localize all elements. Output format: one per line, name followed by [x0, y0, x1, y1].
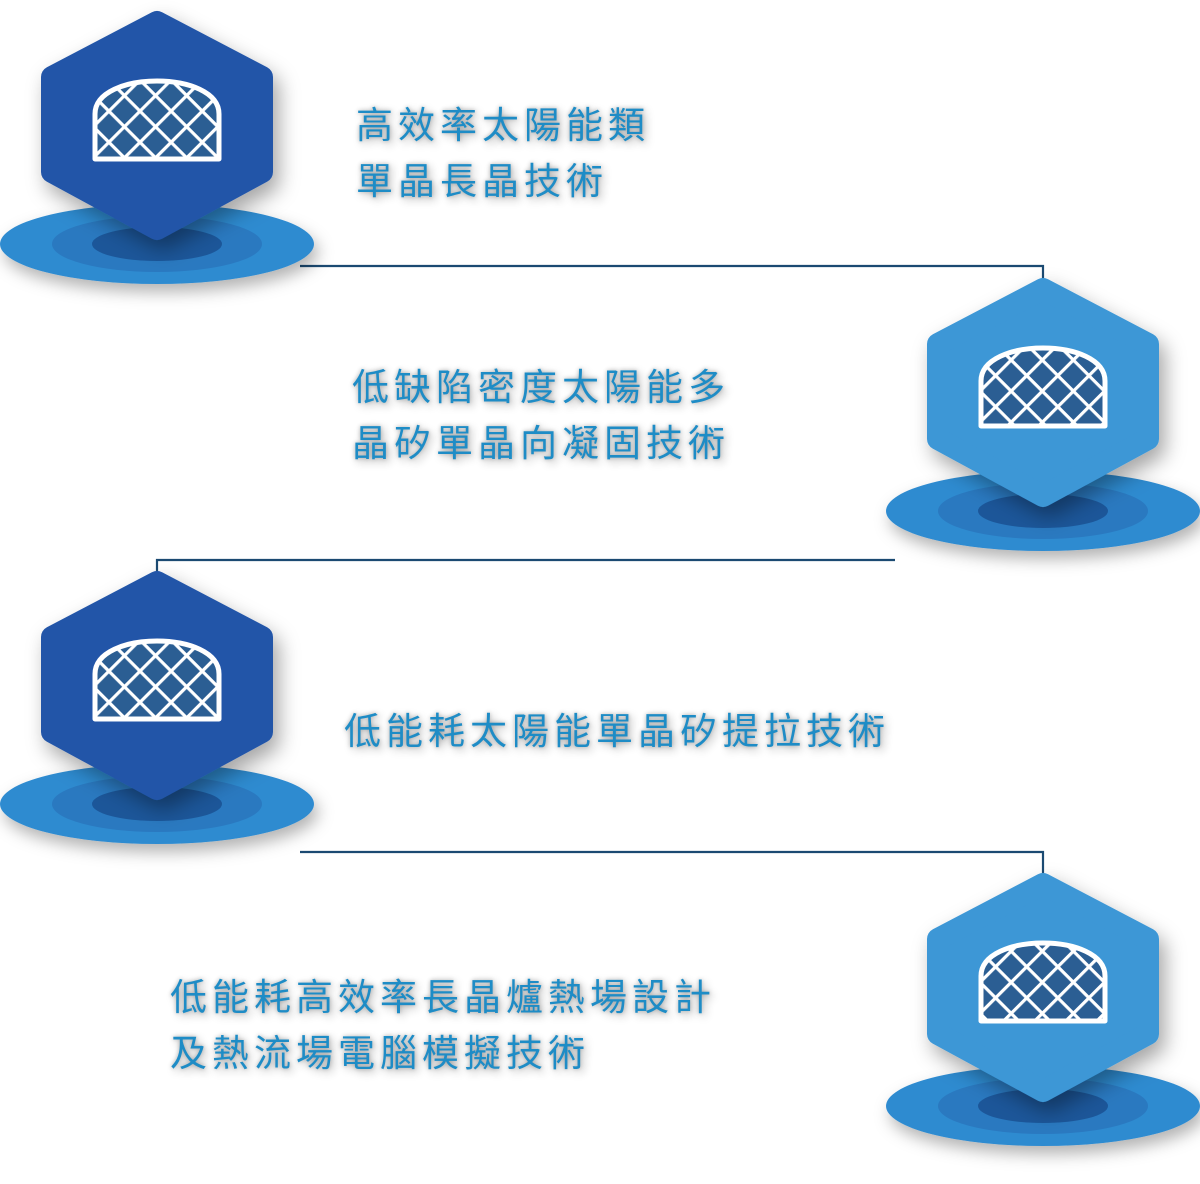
- base-disc: [0, 764, 314, 844]
- crystal-ingot-grid-icon: [92, 638, 222, 722]
- connector-line-1: [300, 264, 1045, 292]
- step-node-1: [0, 11, 314, 284]
- connector-line-3: [300, 850, 1045, 887]
- step-4-line-2: 及熱流場電腦模擬技術: [170, 1032, 590, 1075]
- step-label-1: 高效率太陽能類 單晶長晶技術: [356, 98, 650, 210]
- step-node-3: [0, 571, 314, 844]
- base-disc: [886, 1066, 1200, 1146]
- step-node-2: [886, 278, 1200, 551]
- base-disc: [886, 471, 1200, 551]
- crystal-ingot-grid-icon: [978, 940, 1108, 1024]
- step-2-line-1: 低缺陷密度太陽能多: [352, 366, 730, 409]
- base-disc: [0, 204, 314, 284]
- step-label-4: 低能耗高效率長晶爐熱場設計 及熱流場電腦模擬技術: [170, 970, 716, 1082]
- step-4-line-1: 低能耗高效率長晶爐熱場設計: [170, 976, 716, 1019]
- crystal-ingot-grid-icon: [92, 78, 222, 162]
- step-node-4: [886, 873, 1200, 1146]
- step-label-3: 低能耗太陽能單晶矽提拉技術: [344, 704, 890, 760]
- step-3-line-1: 低能耗太陽能單晶矽提拉技術: [344, 710, 890, 753]
- step-label-2: 低缺陷密度太陽能多 晶矽單晶向凝固技術: [352, 360, 730, 472]
- step-1-line-2: 單晶長晶技術: [356, 160, 608, 203]
- connector-line-2: [155, 558, 895, 585]
- step-2-line-2: 晶矽單晶向凝固技術: [352, 422, 730, 465]
- step-1-line-1: 高效率太陽能類: [356, 104, 650, 147]
- crystal-ingot-grid-icon: [978, 345, 1108, 429]
